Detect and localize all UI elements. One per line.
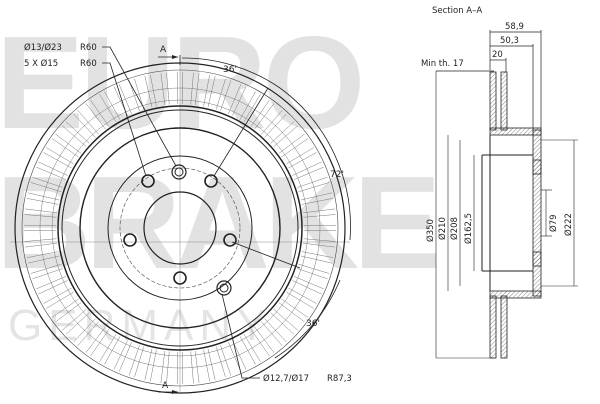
angle-dimensions (181, 57, 351, 359)
width-dimensions (436, 30, 542, 132)
section-title: Section A–A (432, 6, 482, 16)
section-marker-bottom: A (158, 381, 178, 394)
vent-fins (24, 72, 336, 384)
disc-section-lower (489, 290, 542, 359)
dim-d350: Ø350 (425, 219, 436, 242)
watermark: EURO BRAKE GERMANY (0, 9, 442, 350)
center-bore (143, 191, 217, 265)
angle-label-bottom: 36' (306, 319, 320, 329)
radius-label-2: R60 (80, 59, 97, 69)
inner-profile (481, 135, 533, 291)
front-view: A A Ø13/Ø23 5 X Ø15 R60 R60 36' 72' 36' … (10, 42, 352, 394)
disc-section-upper (489, 71, 542, 136)
hole-spec-1: Ø13/Ø23 (24, 42, 62, 53)
section-marker-top: A (158, 45, 181, 65)
radius-label-1: R60 (80, 43, 97, 53)
bolt-circle (107, 155, 253, 301)
locator-hole-inner (174, 167, 184, 177)
dim-d208: Ø208 (449, 217, 460, 240)
hole-spec-2: 5 X Ø15 (24, 58, 58, 69)
bolt-hole (123, 233, 137, 247)
locator-hole (171, 164, 187, 180)
bolt-hole (173, 271, 187, 285)
section-mark-top-label: A (160, 45, 167, 55)
dim-width-total: 58,9 (505, 22, 524, 32)
diameter-dimensions (435, 71, 578, 359)
hat-section (532, 129, 542, 297)
dim-d222: Ø222 (563, 213, 574, 236)
bolt-hole (204, 174, 218, 188)
dim-d162: Ø162,5 (463, 213, 474, 244)
leader-lines (102, 46, 301, 379)
bottom-radius-label: R87,3 (327, 374, 352, 384)
disc-outer-inner-edge (21, 69, 339, 387)
bolt-hole (141, 174, 155, 188)
min-thickness-label: Min th. 17 (421, 59, 464, 69)
angle-label-right: 72' (330, 170, 344, 180)
dim-width-disc: 20 (492, 50, 503, 60)
bolt-holes (123, 164, 237, 296)
vent-ring (39, 87, 321, 369)
threaded-hole-inner (219, 283, 229, 293)
bolt-hole (223, 233, 237, 247)
dim-d79: Ø79 (548, 214, 559, 232)
angle-label-top: 36' (223, 65, 237, 75)
bottom-hole-spec: Ø12,7/Ø17 (263, 373, 309, 384)
threaded-hole (216, 280, 232, 296)
dim-width-hat: 50,3 (500, 36, 519, 46)
section-mark-bottom-label: A (162, 381, 169, 391)
section-view: Section A–A Min th. 17 58,9 50,3 20 (421, 6, 578, 359)
hat-outer-circle (79, 127, 281, 329)
dim-d210: Ø210 (437, 217, 448, 240)
